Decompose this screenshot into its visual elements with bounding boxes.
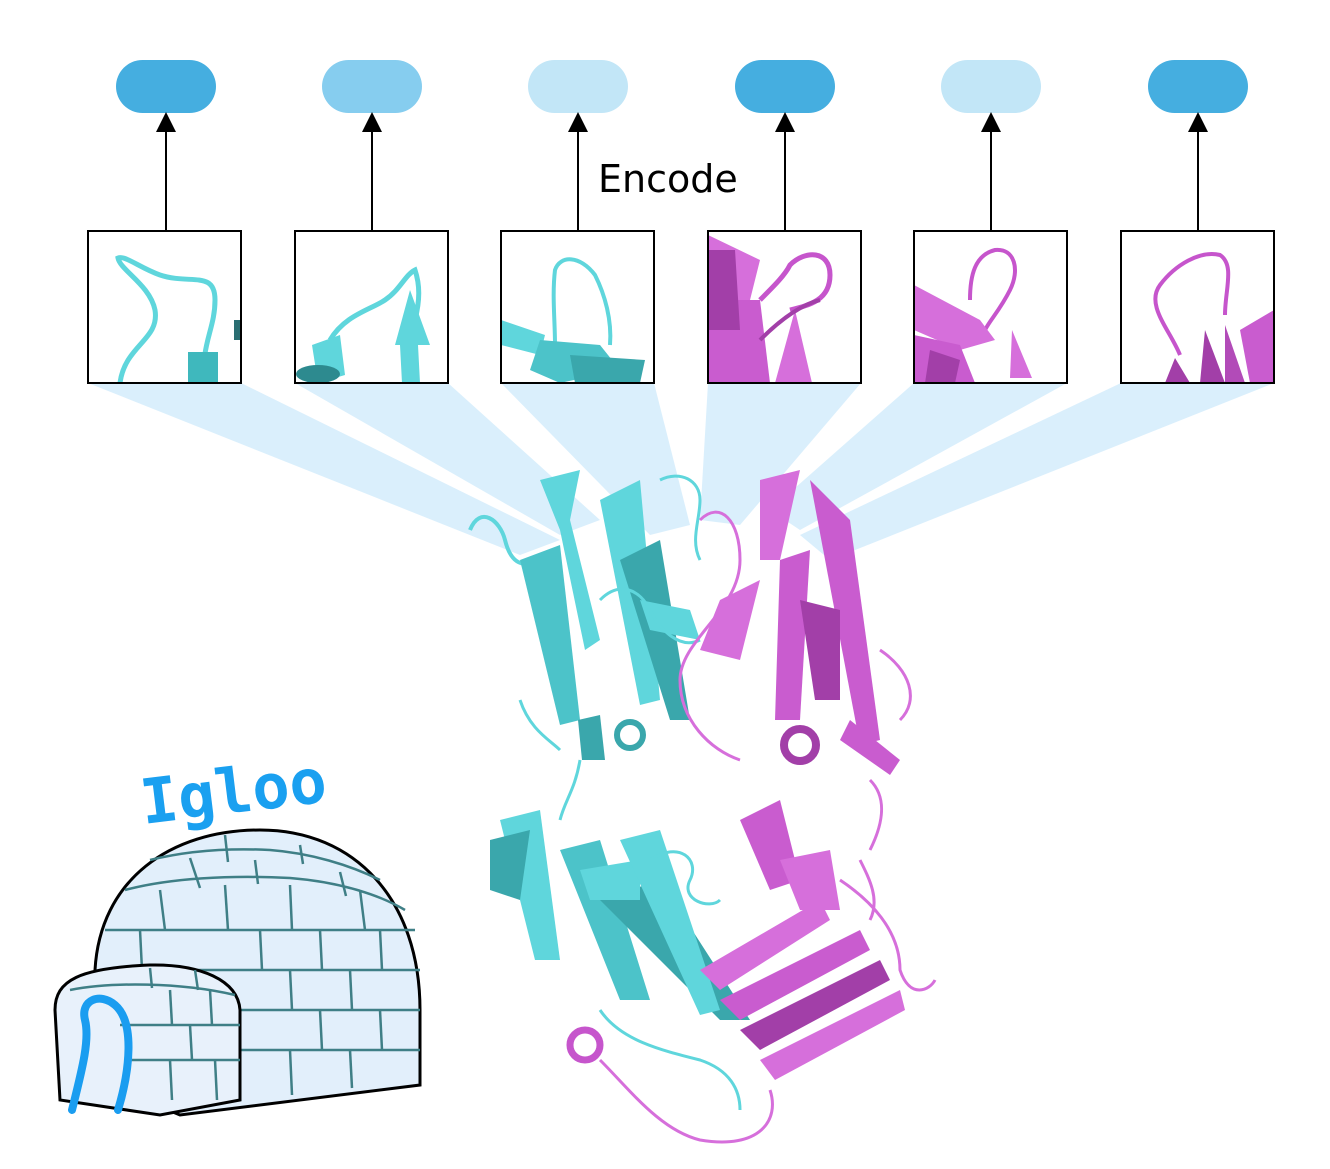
token-5 <box>941 60 1041 113</box>
loop-panel-1 <box>88 231 241 383</box>
cyan-chain-lower <box>490 810 750 1111</box>
igloo-logo: Igloo <box>53 744 422 1117</box>
token-1 <box>116 60 216 113</box>
token-2 <box>322 60 422 113</box>
magenta-chain-upper <box>678 470 912 851</box>
projection-beams <box>88 383 1274 560</box>
encode-label: Encode <box>598 157 738 201</box>
magenta-chain-lower <box>566 800 937 1144</box>
igloo-door-icon <box>68 994 133 1114</box>
loop-panel-3 <box>501 231 654 383</box>
beam-1 <box>88 383 560 555</box>
cyan-chain-upper <box>468 470 702 821</box>
token-4 <box>735 60 835 113</box>
token-6 <box>1148 60 1248 113</box>
loop-panel-5 <box>914 231 1067 383</box>
loop-panel-4 <box>708 231 861 383</box>
token-3 <box>528 60 628 113</box>
tunnel-bricks <box>69 967 240 1101</box>
encode-arrows <box>156 112 1208 231</box>
beam-4 <box>700 383 861 525</box>
loop-panel-6 <box>1121 231 1274 383</box>
protein-structure <box>468 470 937 1144</box>
loop-panels <box>87 230 1275 384</box>
beam-2 <box>295 383 600 535</box>
embedding-tokens <box>116 60 1248 113</box>
beam-5 <box>770 383 1067 530</box>
beam-3 <box>501 383 690 535</box>
logo-text: Igloo <box>136 744 330 839</box>
loop-panel-2 <box>295 231 448 383</box>
beam-6 <box>800 383 1274 560</box>
